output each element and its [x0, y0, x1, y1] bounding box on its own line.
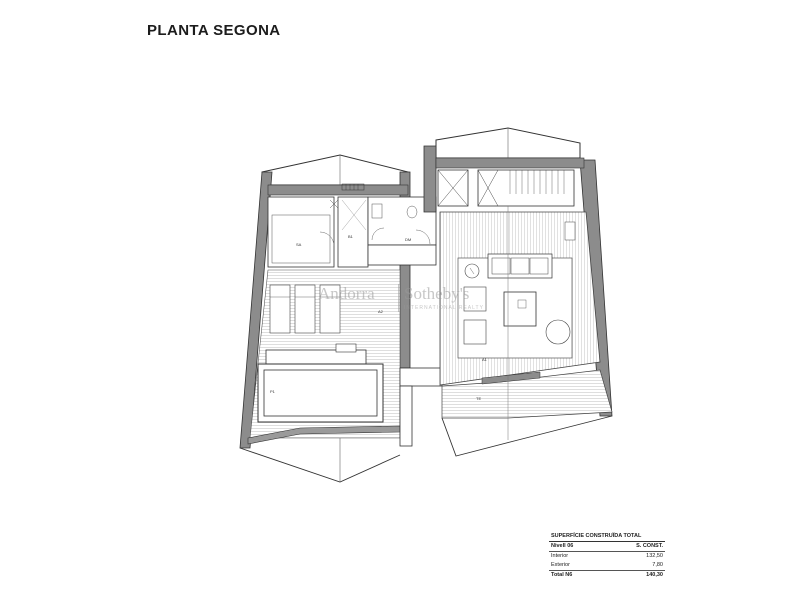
- area-table-header-row: Nivell 06 S. CONST.: [549, 541, 665, 552]
- area-summary-table: SUPERFÍCIE CONSTRUÏDA TOTAL Nivell 06 S.…: [549, 532, 665, 580]
- area-table-level: Nivell 06: [549, 541, 603, 552]
- area-total-label: Total N6: [549, 570, 603, 580]
- room-label-dm: DM: [405, 237, 411, 242]
- area-row-value: 132,50: [646, 553, 663, 559]
- room-label-te: TE: [476, 396, 481, 401]
- room-label-p1: P1: [270, 389, 276, 394]
- page-title: PLANTA SEGONA: [147, 22, 281, 39]
- area-row-label: Exterior: [551, 562, 570, 568]
- watermark-brand-left: Andorra: [318, 284, 375, 303]
- room-label-b1: B1: [348, 234, 354, 239]
- room-label-a2: A2: [378, 309, 384, 314]
- area-row-label: Interior: [551, 553, 569, 559]
- area-table-total-row: Total N6 140,30: [549, 570, 665, 580]
- area-total-value: 140,30: [602, 570, 665, 580]
- room-label-a1: A1: [482, 357, 488, 362]
- table-row: Interior 132,50: [549, 552, 665, 562]
- area-table-title: SUPERFÍCIE CONSTRUÏDA TOTAL: [549, 532, 665, 542]
- area-table-col-header: S. CONST.: [602, 541, 665, 552]
- watermark-brand-right: Sotheby's: [404, 284, 470, 303]
- watermark-divider: [398, 284, 399, 312]
- left-block: SA B1 A2 P1: [239, 154, 411, 483]
- table-row: Exterior 7,80: [549, 561, 665, 571]
- area-table-title-row: SUPERFÍCIE CONSTRUÏDA TOTAL: [549, 532, 665, 542]
- watermark-subtitle: INTERNATIONAL REALTY: [404, 305, 484, 311]
- right-block: A1 TE: [423, 127, 613, 457]
- area-row-value: 7,80: [652, 562, 663, 568]
- room-label-sa: SA: [296, 242, 302, 247]
